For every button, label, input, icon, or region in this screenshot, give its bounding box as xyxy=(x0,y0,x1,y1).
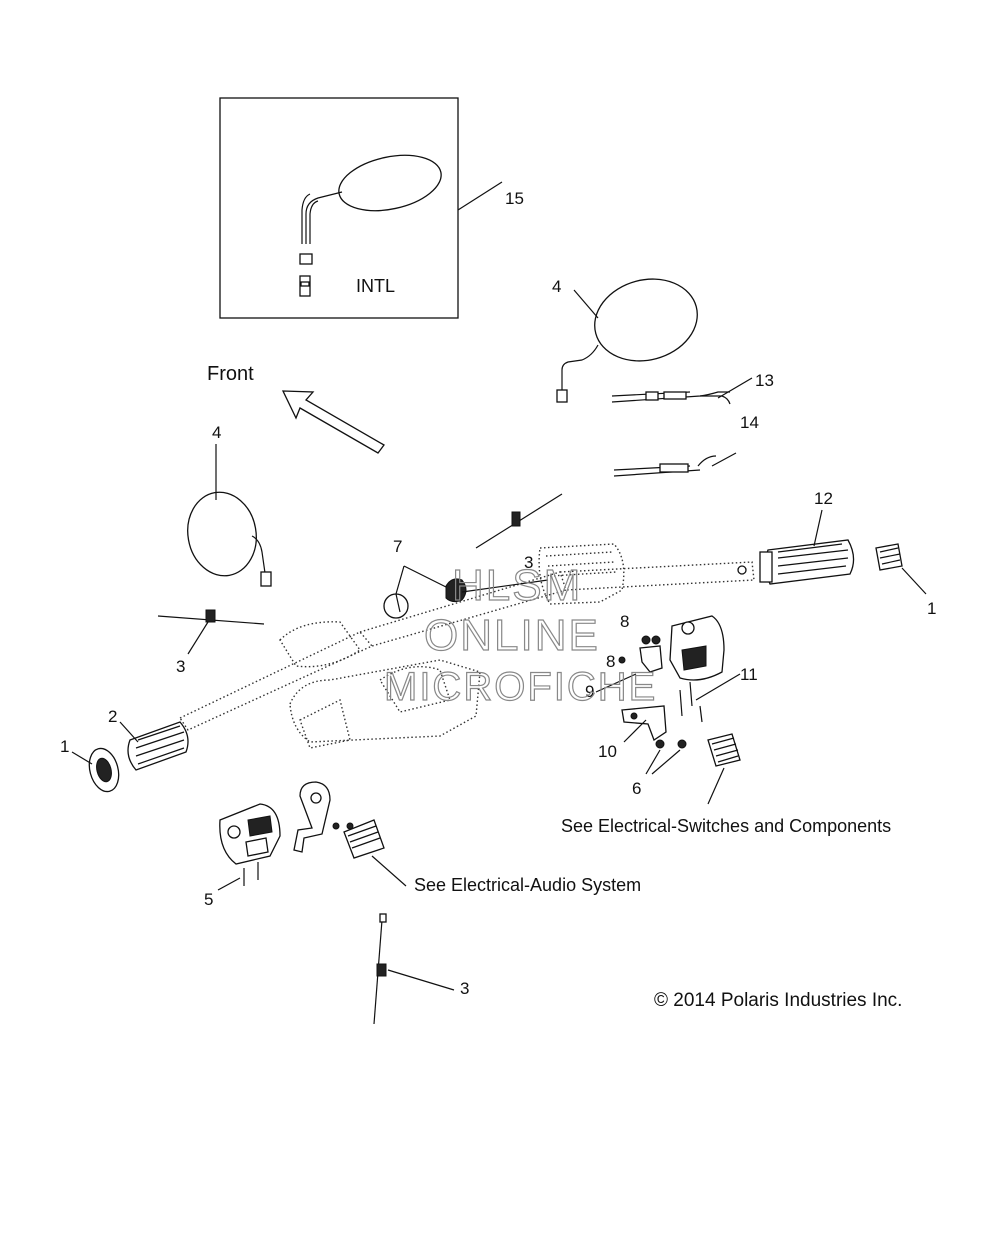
cable-tie-top xyxy=(475,493,563,549)
intl-inset: INTL xyxy=(219,97,459,319)
intl-label: INTL xyxy=(356,276,395,296)
callout-3-top: 3 xyxy=(524,553,533,572)
handlebar-assembly xyxy=(178,543,755,749)
callout-12: 12 xyxy=(814,489,833,508)
cable-14 xyxy=(613,455,717,477)
callout-14: 14 xyxy=(740,413,759,432)
screws-11 xyxy=(679,681,703,723)
leader-9 xyxy=(595,673,637,693)
grip-right xyxy=(759,539,855,585)
leader-4-top xyxy=(573,289,599,319)
bracket-9 xyxy=(618,635,663,673)
watermark-line2: ONLINE xyxy=(424,611,600,660)
intl-mirror xyxy=(299,154,442,297)
leader-6b xyxy=(651,749,681,775)
leader-3-bottom xyxy=(387,969,455,991)
bracket-10 xyxy=(621,705,667,741)
end-cap-right xyxy=(875,543,903,571)
note-switches: See Electrical-Switches and Components xyxy=(561,816,891,836)
grip-left xyxy=(127,721,189,771)
note-audio: See Electrical-Audio System xyxy=(414,875,641,895)
leader-audio xyxy=(371,855,407,887)
leader-15 xyxy=(457,181,503,211)
leader-10 xyxy=(623,719,647,743)
leader-6a xyxy=(645,749,661,775)
leader-switches xyxy=(707,767,725,805)
leader-5 xyxy=(217,877,241,891)
bracket-left xyxy=(293,781,354,853)
end-cap-left xyxy=(88,747,120,793)
front-arrow xyxy=(281,390,385,454)
leader-1-right xyxy=(901,567,927,595)
watermark: HLSM ONLINE MICROFICHE xyxy=(383,560,657,709)
leader-11 xyxy=(695,673,741,701)
cable-tie-bottom xyxy=(373,913,387,1025)
leader-13 xyxy=(717,377,753,399)
switch-module-right xyxy=(707,733,741,767)
callout-10: 10 xyxy=(598,742,617,761)
nuts-6 xyxy=(655,739,687,749)
watermark-line3: MICROFICHE xyxy=(384,665,657,709)
switch-housing-left xyxy=(219,803,281,865)
callout-8-a: 8 xyxy=(620,612,629,631)
callout-4-top: 4 xyxy=(552,277,561,296)
cable-13 xyxy=(611,391,731,405)
mirror-right xyxy=(556,278,698,403)
leader-2 xyxy=(119,721,139,743)
callout-1-right: 1 xyxy=(927,599,936,618)
callout-4-left: 4 xyxy=(212,423,221,442)
callout-5: 5 xyxy=(204,890,213,909)
callout-3-left: 3 xyxy=(176,657,185,676)
copyright: © 2014 Polaris Industries Inc. xyxy=(654,990,902,1011)
callout-9: 9 xyxy=(585,682,594,701)
leader-12 xyxy=(813,509,823,547)
callout-8-b: 8 xyxy=(606,652,615,671)
callout-1-left: 1 xyxy=(60,737,69,756)
callout-2: 2 xyxy=(108,707,117,726)
switch-housing-right xyxy=(669,615,725,681)
mirror-left xyxy=(187,491,272,587)
callout-11: 11 xyxy=(740,665,758,684)
front-label: Front xyxy=(207,363,254,385)
callout-6: 6 xyxy=(632,779,641,798)
leader-3-left xyxy=(187,621,209,655)
screws-5 xyxy=(243,862,259,886)
audio-module xyxy=(343,819,385,859)
callout-7: 7 xyxy=(393,537,402,556)
callout-15: 15 xyxy=(505,189,524,208)
leader-14 xyxy=(711,452,737,467)
leader-1-left xyxy=(71,751,93,765)
cable-tie-left xyxy=(157,609,265,625)
callout-13: 13 xyxy=(755,371,774,390)
callout-3-bottom: 3 xyxy=(460,979,469,998)
watermark-line1: HLSM xyxy=(452,561,582,610)
